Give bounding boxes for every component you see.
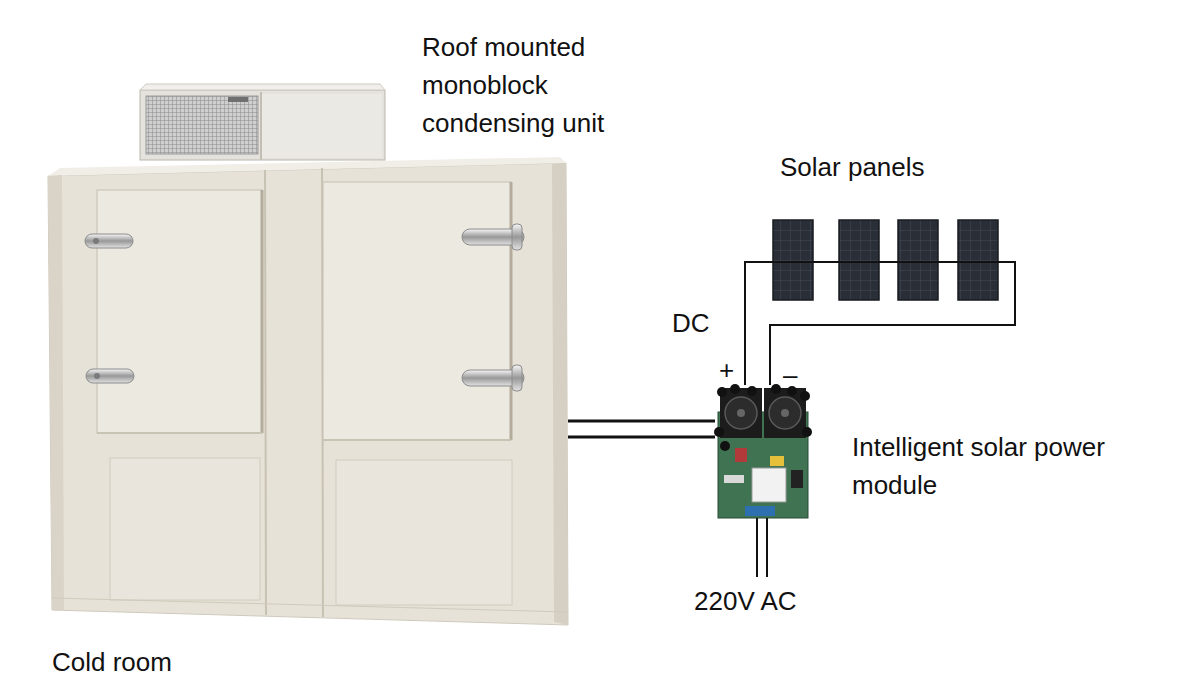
cold-room-picture: [110, 458, 260, 600]
terminal-sign: +: [719, 351, 734, 389]
cold-room-picture: [512, 365, 522, 391]
power-module-picture: [764, 388, 806, 438]
cold-room-picture: [48, 175, 64, 611]
power-module-picture: [756, 518, 758, 577]
power-wire: [745, 262, 773, 385]
condensing-unit-picture: [228, 97, 248, 102]
cold-room: Cold room: [48, 160, 568, 625]
power-wire: [568, 421, 715, 437]
cold-room-picture: [323, 439, 511, 441]
part-label: Solar panels: [780, 148, 1000, 186]
cold-room-picture: [48, 157, 568, 625]
cold-room-picture: [552, 163, 568, 625]
power-module: Intelligent solar power module: [715, 385, 810, 520]
power-wire: [568, 436, 715, 439]
solar-panel-picture: [773, 220, 813, 300]
condensing-unit-picture: [140, 84, 385, 160]
cold-room-picture: [336, 460, 512, 605]
part-label: Intelligent solar power module: [852, 428, 1187, 504]
condensing-unit-picture: [262, 94, 382, 158]
power-module-picture: [745, 506, 775, 516]
power-module-picture: [752, 468, 786, 502]
solar-panel-picture: [773, 261, 998, 263]
cold-room-picture: [261, 190, 264, 433]
power-wire: [770, 262, 1015, 385]
power-module-picture: [802, 427, 812, 437]
cold-room-picture: [94, 373, 100, 379]
power-module-picture: [771, 384, 781, 394]
power-module-picture: [766, 518, 768, 577]
power-module-picture: [735, 448, 747, 462]
cold-room-picture: [86, 369, 134, 383]
cold-room-picture: [85, 234, 133, 248]
solar-panel-picture: [773, 220, 998, 300]
wire-label: DC: [672, 304, 710, 342]
power-module-picture: [720, 388, 762, 438]
power-wire: [770, 262, 1015, 385]
cold-room-picture: [323, 182, 511, 440]
power-module-picture: [737, 409, 745, 417]
condensing-unit-picture: [146, 96, 258, 154]
power-module-picture: [725, 397, 757, 429]
solar-panel-array: Solar panels: [773, 220, 998, 300]
power-module-picture: [781, 409, 789, 417]
cold-room-picture: [52, 598, 568, 612]
power-wire: [745, 262, 773, 385]
cold-room-picture: [97, 190, 262, 433]
voltage-label: 220V AC: [694, 582, 797, 620]
power-module-picture: [747, 386, 757, 396]
part-label: Roof mounted monoblock condensing unit: [422, 28, 672, 142]
power-module-picture: [730, 384, 740, 394]
cold-room-picture: [512, 224, 522, 250]
power-module-picture: [800, 391, 810, 401]
power-module-picture: [770, 456, 784, 466]
condensing-unit-picture: [140, 84, 385, 90]
power-module-picture: [720, 441, 730, 451]
condensing-unit-picture: [260, 92, 262, 160]
part-label: Cold room: [52, 643, 312, 681]
cold-room-picture: [510, 182, 513, 440]
terminal-sign: –: [783, 356, 797, 394]
power-module-picture: [769, 397, 801, 429]
cold-room-picture: [97, 432, 262, 434]
power-module-picture: [714, 384, 812, 577]
solar-panel-picture: [839, 220, 879, 300]
condensing-unit-picture: [140, 90, 385, 160]
condensing-unit: Roof mounted monoblock condensing unit: [140, 84, 385, 160]
power-module-picture: [717, 387, 727, 397]
power-wire: [568, 420, 715, 423]
cold-room-picture: [48, 163, 568, 625]
solar-panel-picture: [898, 220, 938, 300]
power-module-picture: [791, 470, 803, 488]
power-module-picture: [714, 427, 724, 437]
cold-room-picture: [93, 238, 99, 244]
solar-panel-picture: [958, 220, 998, 300]
cold-room-picture: [265, 170, 266, 615]
power-module-picture: [724, 475, 744, 483]
